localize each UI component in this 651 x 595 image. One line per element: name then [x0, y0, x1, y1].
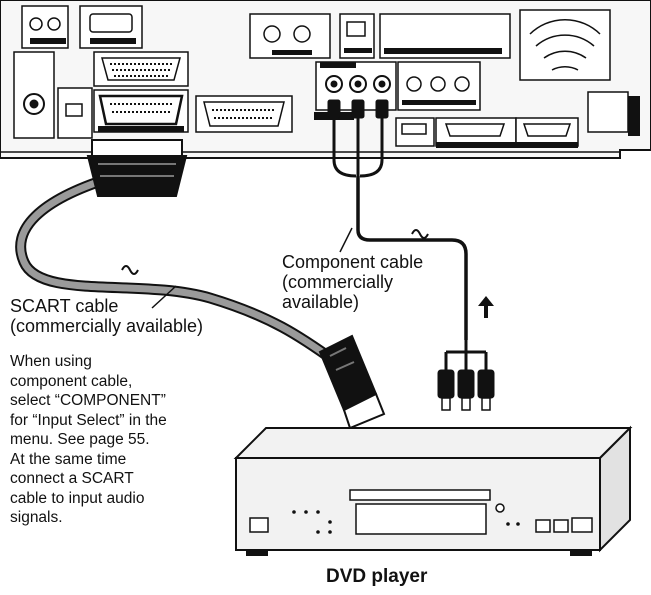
dvd-player-label: DVD player [326, 566, 428, 587]
instruction-note: When using component cable, select “COMP… [10, 353, 167, 527]
scart-cable [15, 172, 342, 368]
rca-plug-icon [327, 99, 389, 119]
up-arrow-icon [478, 296, 494, 318]
dvd-player-device [233, 425, 633, 556]
scart-plug-icon [86, 139, 188, 197]
scart-plug-icon [318, 334, 386, 430]
tv-rear-panel [0, 0, 651, 159]
component-cable [332, 118, 488, 372]
component-cable-label: Component cable (commercially available) [282, 252, 424, 313]
rca-plug-icon [437, 369, 495, 411]
scart-cable-label: SCART cable (commercially available) [10, 296, 204, 337]
